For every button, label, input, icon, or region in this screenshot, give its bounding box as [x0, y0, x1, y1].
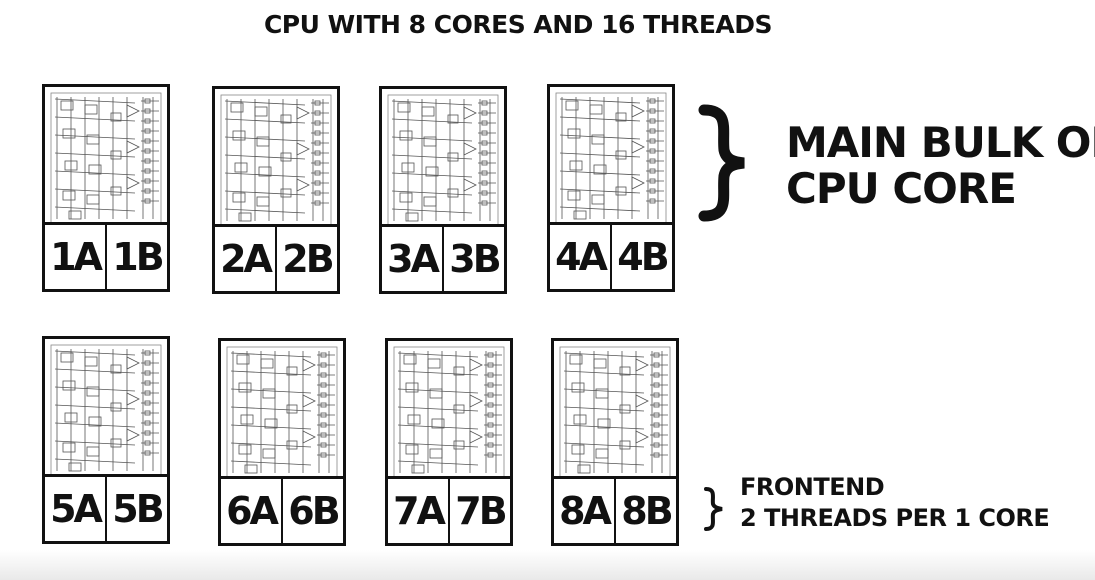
diagram-title: CPU WITH 8 CORES AND 16 THREADS [263, 10, 773, 39]
circuit-schematic [226, 346, 338, 479]
thread-label: 6B [281, 479, 343, 543]
frontend-label-line2: 2 THREADS PER 1 CORE [740, 504, 1050, 533]
circuit-schematic [50, 344, 162, 477]
main-bulk-label-line2: CPU CORE [786, 164, 1017, 214]
circuit-schematic [220, 94, 332, 227]
thread-label: 3B [442, 227, 504, 291]
thread-label: 2B [275, 227, 337, 291]
thread-label: 7A [393, 489, 446, 533]
circuit-schematic [393, 346, 505, 479]
frontend-label: FRONTEND 2 THREADS PER 1 CORE [740, 472, 1050, 534]
thread-label: 1A [50, 235, 103, 279]
thread-label: 8B [614, 479, 676, 543]
circuit-schematic [50, 92, 162, 225]
circuit-schematic [387, 94, 499, 227]
thread-label: 5A [50, 487, 103, 531]
thread-label: 3A [387, 237, 440, 281]
thread-label: 1B [105, 225, 167, 289]
thread-label: 5B [105, 477, 167, 541]
thread-label: 4B [610, 225, 672, 289]
thread-label: 7B [448, 479, 510, 543]
thread-label: 2A [220, 237, 273, 281]
thread-label: 4A [555, 235, 608, 279]
frontend-label-line1: FRONTEND [740, 473, 885, 501]
main-bulk-label: MAIN BULK OF CPU CORE [786, 118, 1095, 214]
thread-label: 8A [559, 489, 612, 533]
main-bulk-brace [698, 104, 745, 222]
circuit-schematic [555, 92, 667, 225]
main-bulk-label-line1: MAIN BULK OF [786, 118, 1095, 167]
bottom-shade [0, 550, 1095, 580]
thread-label: 6A [226, 489, 279, 533]
circuit-schematic [559, 346, 671, 479]
frontend-brace [704, 487, 723, 531]
